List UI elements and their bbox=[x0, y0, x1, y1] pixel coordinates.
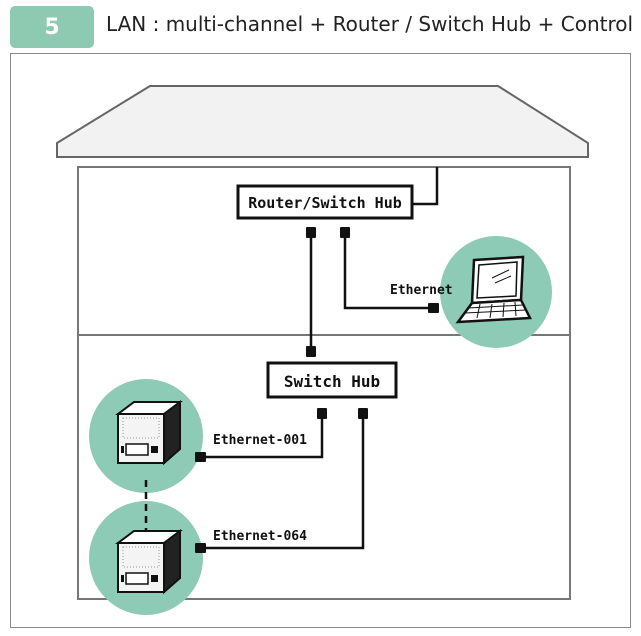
pc-ethernet-label: Ethernet bbox=[390, 283, 453, 298]
step-title: LAN : multi-channel + Router / Switch Hu… bbox=[106, 12, 641, 36]
router-to-pc-cable bbox=[343, 233, 434, 310]
header: 5 LAN : multi-channel + Router / Switch … bbox=[0, 0, 641, 48]
router-switch-hub bbox=[236, 184, 414, 220]
diagram-frame bbox=[10, 53, 631, 628]
switch-hub-label: Switch Hub bbox=[284, 372, 380, 391]
cables bbox=[200, 167, 439, 550]
device-064-ethernet-label: Ethernet-064 bbox=[213, 529, 307, 544]
device-unit-icon bbox=[115, 529, 183, 595]
device-unit-icon bbox=[115, 400, 183, 466]
house-roof bbox=[56, 85, 589, 158]
router-switch-hub-label: Router/Switch Hub bbox=[248, 194, 402, 212]
device-001-ethernet-label: Ethernet-001 bbox=[213, 433, 307, 448]
step-badge: 5 bbox=[10, 6, 94, 48]
switch-hub bbox=[266, 361, 398, 399]
switch-to-device-064-cable bbox=[200, 413, 365, 550]
connectors bbox=[195, 227, 439, 553]
switch-to-device-001-cable bbox=[200, 413, 324, 459]
laptop-icon bbox=[455, 255, 532, 324]
uplink-cable bbox=[413, 167, 439, 206]
